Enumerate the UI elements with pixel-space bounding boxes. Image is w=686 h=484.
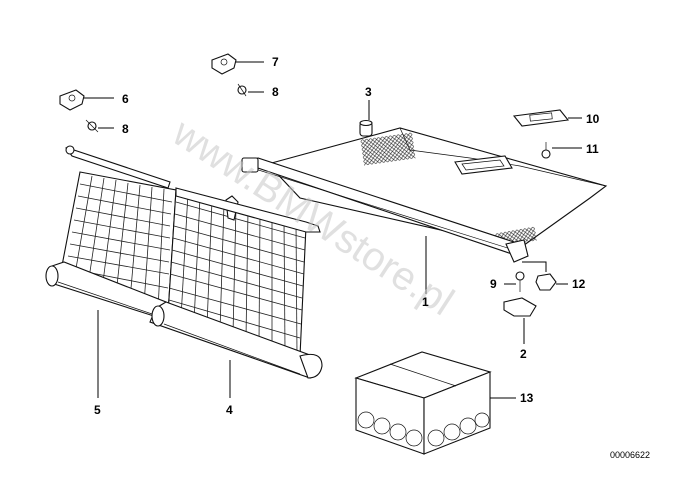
- callout-13: 13: [520, 391, 534, 405]
- callout-1: 1: [422, 295, 429, 309]
- bracket-6: [59, 89, 85, 111]
- bracket-2: [503, 297, 537, 317]
- luggage-cover-panel: [266, 127, 608, 249]
- net-area-rear: [360, 132, 416, 166]
- callout-8-left: 8: [122, 122, 129, 136]
- callout-labels: 6 8 7 8 3 10 11 1 9 12 2 13 5 4: [94, 55, 600, 417]
- cap-3: [359, 119, 373, 137]
- callout-7: 7: [272, 55, 279, 69]
- screw-9: [515, 271, 525, 292]
- clip-10: [512, 109, 570, 127]
- diagram-code: 00006622: [610, 450, 650, 460]
- cover-roller-tube: [241, 157, 529, 263]
- callout-8-upper: 8: [272, 85, 279, 99]
- callout-3: 3: [365, 85, 372, 99]
- bracket-7: [211, 53, 237, 75]
- callout-12: 12: [572, 277, 586, 291]
- screw-8-upper: [237, 83, 247, 97]
- grommet-12: [535, 273, 557, 291]
- upper-rod: [65, 145, 321, 233]
- screw-8-left: [85, 119, 99, 133]
- callout-4: 4: [226, 403, 233, 417]
- callout-2: 2: [520, 347, 527, 361]
- lower-tube-right: [149, 301, 323, 379]
- callout-5: 5: [94, 403, 101, 417]
- leader-lines: [84, 61, 582, 399]
- screw-11: [541, 142, 551, 159]
- box-13: [354, 351, 492, 455]
- callout-11: 11: [586, 142, 599, 156]
- callout-9: 9: [490, 277, 497, 291]
- callout-6: 6: [122, 92, 129, 106]
- callout-10: 10: [586, 112, 600, 126]
